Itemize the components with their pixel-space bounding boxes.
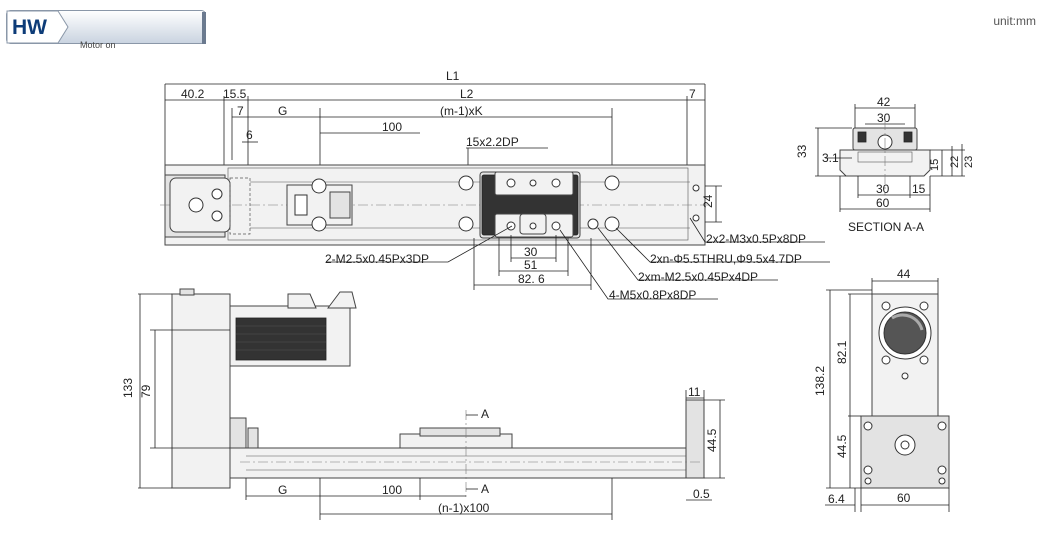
sec-dim-22: 22 [949,156,961,168]
dim-L2: L2 [460,87,474,101]
end-dim-60: 60 [897,491,911,505]
dim-15-5: 15.5 [223,87,247,101]
side-dim-0-5: 0.5 [693,487,710,501]
dim-24: 24 [701,194,715,208]
sec-dim-30-bottom: 30 [876,182,890,196]
side-dim-n100: (n-1)x100 [438,501,490,515]
section-title: SECTION A-A [848,220,924,234]
section-marker-A-top: A [481,407,489,421]
dim-51: 51 [524,258,538,272]
top-view: L1 40.2 15.5 L2 7 7 G (m-1)xK 6 100 15x2… [160,69,830,302]
dim-mK: (m-1)xK [440,104,483,118]
sec-dim-30-top: 30 [877,111,891,125]
note-2xn-hole: 2xn-Φ5.5THRU,Φ9.5x4.7DP [650,252,802,266]
side-dim-11: 11 [688,385,701,399]
model-badge: HW Motor on [6,10,206,50]
dim-7-right: 7 [689,87,696,101]
sec-dim-60: 60 [876,196,890,210]
sec-dim-3-1: 3.1 [822,151,839,165]
sec-dim-33: 33 [795,144,809,158]
dim-30-carriage: 30 [524,245,538,259]
dim-G-top: G [278,104,287,118]
note-2-M2-5-3DP: 2-M2.5x0.45Px3DP [325,252,429,266]
side-dim-79: 79 [139,384,153,398]
end-dim-44: 44 [897,267,911,281]
unit-label: unit:mm [993,14,1036,28]
sec-dim-15-bottom: 15 [912,182,926,196]
dim-15x2-2DP: 15x2.2DP [466,135,519,149]
dim-100-top: 100 [382,120,402,134]
dim-40-2: 40.2 [181,87,205,101]
dim-6: 6 [246,128,253,142]
side-dim-100: 100 [382,483,402,497]
end-dim-6-4: 6.4 [828,492,845,506]
dim-82-6: 82. 6 [518,272,545,286]
note-2xm-M2-5: 2xm-M2.5x0.45Px4DP [638,270,758,284]
side-view: A A 133 79 11 44.5 G 100 (n-1)x100 0.5 [121,288,725,520]
model-caption: Motor on [80,40,116,50]
sec-dim-15-side: 15 [929,159,941,171]
side-dim-G: G [278,483,287,497]
model-code: HW [12,16,47,39]
sec-dim-23: 23 [963,156,975,168]
dim-L1: L1 [446,69,460,83]
end-view: 44 82.1 138.2 44.5 60 [813,267,950,512]
section-view: 42 30 33 3.1 15 22 23 30 15 [795,95,975,234]
end-dim-82-1: 82.1 [835,340,849,364]
note-2x2-M3: 2x2-M3x0.5Px8DP [706,232,806,246]
end-dim-138-2: 138.2 [813,366,827,396]
dim-7-left: 7 [237,104,244,118]
section-marker-A-bottom: A [481,482,489,496]
end-dim-44-5: 44.5 [835,434,849,458]
badge-shape [6,10,206,44]
sec-dim-42: 42 [877,95,891,109]
side-dim-44-5: 44.5 [705,428,719,452]
note-4-M5: 4-M5x0.8Px8DP [609,288,696,302]
side-dim-133: 133 [121,378,135,398]
